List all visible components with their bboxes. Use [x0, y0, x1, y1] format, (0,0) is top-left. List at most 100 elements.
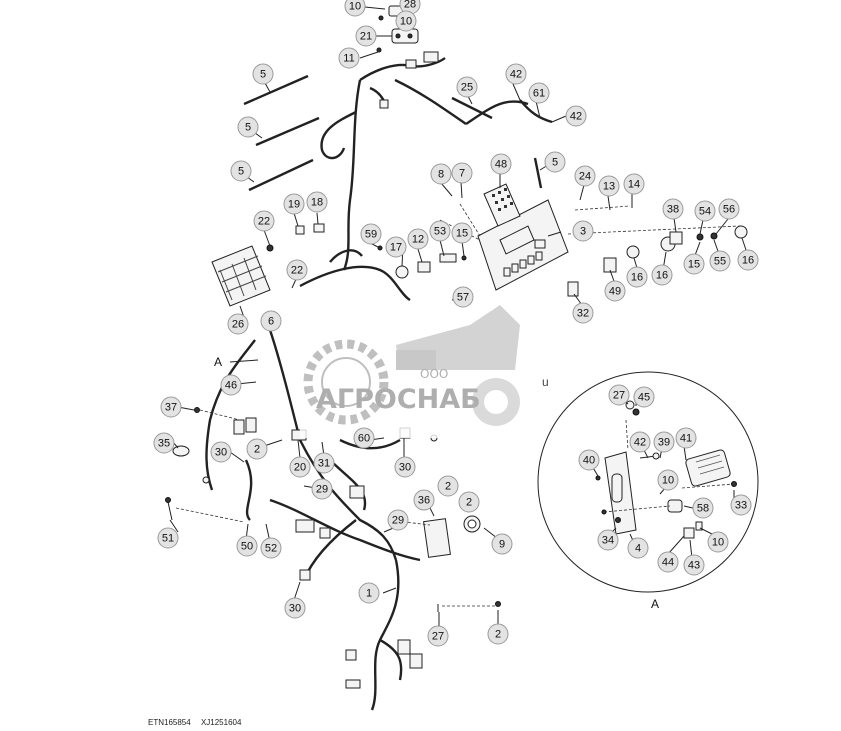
callout-number: 40 — [583, 455, 595, 467]
callout-number: 33 — [735, 500, 747, 512]
callout-number: 53 — [434, 226, 446, 238]
callout-1: 1 — [358, 582, 380, 604]
callout-number: 26 — [232, 319, 244, 331]
relay-module — [211, 244, 274, 307]
callout-number: 30 — [399, 462, 411, 474]
callout-number: 5 — [238, 166, 244, 178]
callout-number: 27 — [432, 631, 444, 643]
callout-number: 44 — [662, 557, 674, 569]
callout-42: 42 — [629, 431, 651, 453]
callout-13: 13 — [598, 175, 620, 197]
callout-35: 35 — [153, 432, 175, 454]
callout-33: 33 — [730, 494, 752, 516]
callout-number: 20 — [294, 462, 306, 474]
callout-54: 54 — [694, 200, 716, 222]
callout-57: 57 — [452, 286, 474, 308]
callout-number: 15 — [688, 259, 700, 271]
callout-10: 10 — [707, 531, 729, 553]
watermark-small-text: ООО — [420, 367, 448, 381]
callout-number: 5 — [552, 157, 558, 169]
callout-number: 61 — [533, 88, 545, 100]
callout-number: 48 — [495, 159, 507, 171]
callout-10: 10 — [395, 10, 417, 32]
figure-code-etn: ETN165854 — [148, 718, 191, 727]
callout-number: 25 — [461, 82, 473, 94]
callout-number: 6 — [268, 316, 274, 328]
dash-panel — [439, 183, 748, 297]
callout-number: 51 — [162, 533, 174, 545]
callout-5: 5 — [252, 63, 274, 85]
callout-number: 16 — [656, 270, 668, 282]
callout-58: 58 — [692, 497, 714, 519]
callout-number: 29 — [316, 484, 328, 496]
callout-50: 50 — [236, 535, 258, 557]
callout-2: 2 — [437, 475, 459, 497]
callout-number: 35 — [158, 438, 170, 450]
callout-number: 29 — [392, 515, 404, 527]
watermark: ООО АГРОСНАБ u — [300, 305, 549, 438]
callout-9: 9 — [491, 533, 513, 555]
view-label: A — [214, 355, 222, 369]
callout-60: 60 — [353, 427, 375, 449]
callout-number: 11 — [343, 53, 354, 65]
callout-number: 52 — [265, 543, 277, 555]
callout-61: 61 — [528, 82, 550, 104]
callout-number: 10 — [662, 475, 674, 487]
callout-21: 21 — [355, 25, 377, 47]
callout-number: 42 — [510, 69, 522, 81]
callout-number: 8 — [438, 169, 444, 181]
callout-5: 5 — [544, 151, 566, 173]
callout-32: 32 — [572, 302, 594, 324]
callout-number: 21 — [360, 31, 372, 43]
callout-number: 31 — [318, 458, 330, 470]
callout-29: 29 — [311, 478, 333, 500]
callout-number: 45 — [638, 392, 650, 404]
callout-27: 27 — [427, 625, 449, 647]
callout-52: 52 — [260, 537, 282, 559]
callout-40: 40 — [578, 449, 600, 471]
callout-number: 43 — [688, 560, 700, 572]
callout-30: 30 — [394, 456, 416, 478]
callout-number: 30 — [215, 447, 227, 459]
callout-number: 2 — [466, 497, 472, 509]
callout-2: 2 — [458, 491, 480, 513]
callout-2: 2 — [487, 623, 509, 645]
callout-17: 17 — [385, 236, 407, 258]
callout-number: 15 — [456, 228, 468, 240]
callout-number: 4 — [635, 543, 641, 555]
callout-22: 22 — [286, 259, 308, 281]
callout-number: 16 — [631, 272, 643, 284]
callout-25: 25 — [456, 76, 478, 98]
callout-number: 7 — [459, 168, 465, 180]
callout-number: 2 — [445, 481, 451, 493]
callout-29: 29 — [387, 509, 409, 531]
callout-5: 5 — [230, 160, 252, 182]
callout-16: 16 — [626, 266, 648, 288]
callout-19: 19 — [283, 193, 305, 215]
svg-text:u: u — [542, 375, 549, 389]
callout-number: 2 — [495, 629, 501, 641]
callout-55: 55 — [709, 250, 731, 272]
callout-number: 28 — [404, 0, 416, 11]
callout-number: 41 — [680, 433, 692, 445]
callout-42: 42 — [505, 63, 527, 85]
callout-number: 10 — [712, 537, 724, 549]
callout-number: 27 — [613, 390, 625, 402]
callout-number: 12 — [412, 234, 424, 246]
callout-46: 46 — [220, 374, 242, 396]
callout-number: 39 — [658, 437, 670, 449]
callout-number: 22 — [291, 265, 303, 277]
callout-16: 16 — [651, 264, 673, 286]
callout-44: 44 — [657, 551, 679, 573]
callout-43: 43 — [683, 554, 705, 576]
callout-number: 60 — [358, 433, 370, 445]
callout-number: 17 — [390, 242, 402, 254]
callout-59: 59 — [360, 223, 382, 245]
callout-4: 4 — [627, 537, 649, 559]
detail-view-a: A — [537, 371, 759, 611]
callout-number: 9 — [499, 539, 505, 551]
callout-41: 41 — [675, 427, 697, 449]
callout-number: 19 — [288, 199, 300, 211]
callout-26: 26 — [227, 313, 249, 335]
